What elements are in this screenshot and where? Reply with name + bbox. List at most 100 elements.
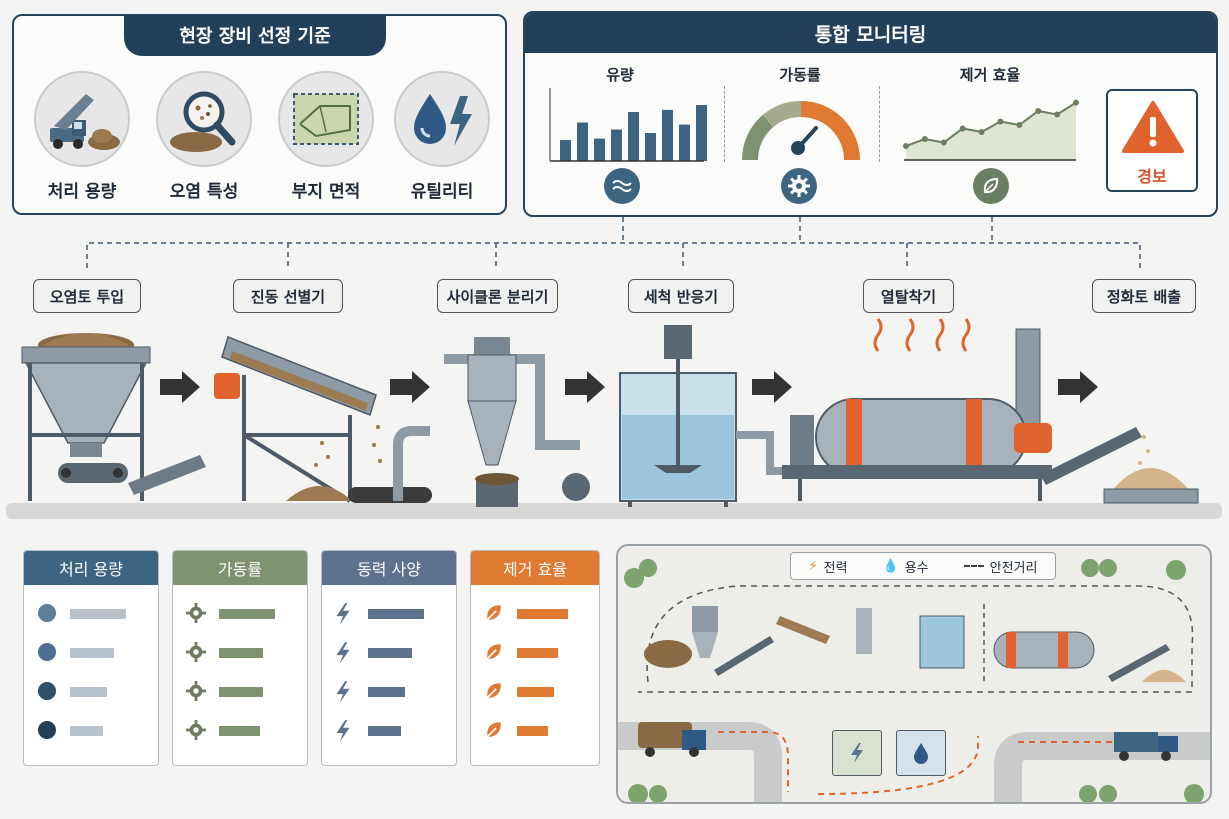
lightning-icon bbox=[334, 719, 352, 747]
legend-safety-distance: 안전거리 bbox=[963, 557, 1038, 576]
cyclone-separator-icon bbox=[393, 337, 580, 507]
spec-value-bar bbox=[219, 609, 275, 619]
spec-card-capacity-title: 처리 용량 bbox=[24, 551, 158, 585]
lightning-icon: ⚡ bbox=[808, 558, 818, 574]
water-drop-icon: 💧 bbox=[882, 558, 899, 574]
efficiency-trend-chart bbox=[903, 99, 1079, 161]
spec-row bbox=[24, 681, 158, 701]
spec-value-bar bbox=[70, 609, 126, 619]
water-supply-box bbox=[896, 730, 946, 776]
monitor-divider-1 bbox=[724, 86, 725, 162]
legend-water: 💧 용수 bbox=[883, 557, 929, 576]
dot-icon bbox=[36, 641, 58, 667]
spec-value-bar bbox=[368, 726, 401, 736]
flow-bar bbox=[645, 133, 656, 161]
spec-card-efficiency: 제거 효율 bbox=[470, 550, 600, 766]
process-equipment-illustration bbox=[6, 318, 1222, 519]
flow-bar bbox=[679, 124, 690, 161]
water-drop-icon bbox=[914, 743, 928, 764]
flow-bar bbox=[628, 112, 639, 161]
spec-row bbox=[322, 603, 456, 625]
spec-card-capacity: 처리 용량 bbox=[23, 550, 159, 766]
trend-point bbox=[997, 118, 1004, 125]
flow-label: 유량 bbox=[606, 66, 634, 84]
alarm-indicator[interactable]: 경보 bbox=[1106, 89, 1198, 192]
trend-point bbox=[921, 136, 928, 142]
trend-point bbox=[940, 139, 947, 146]
wash-reactor-icon bbox=[562, 325, 790, 507]
vibrating-screen-icon bbox=[214, 336, 432, 503]
spec-row bbox=[24, 603, 158, 623]
stage-label-wash-reactor: 세척 반응기 bbox=[628, 279, 734, 313]
warning-triangle-icon bbox=[1122, 101, 1184, 153]
spec-card-power: 동력 사양 bbox=[321, 550, 457, 766]
spec-row bbox=[173, 641, 307, 663]
trend-point bbox=[1016, 122, 1023, 128]
criteria-label-site-area: 부지 면적 bbox=[291, 182, 361, 202]
trend-point bbox=[903, 143, 909, 149]
trend-point bbox=[1073, 99, 1079, 106]
flow-wave-icon bbox=[604, 168, 640, 204]
spec-card-uptime-title: 가동률 bbox=[173, 551, 307, 585]
site-layout-panel: ⚡ 전력 💧 용수 안전거리 bbox=[616, 544, 1212, 804]
spec-row bbox=[471, 681, 599, 701]
leaf-icon bbox=[483, 680, 505, 706]
spec-row bbox=[322, 681, 456, 703]
stage-label-cyclone: 사이클론 분리기 bbox=[437, 279, 558, 313]
spec-value-bar bbox=[219, 687, 263, 697]
feed-hopper-icon bbox=[21, 333, 206, 501]
site-area-icon bbox=[278, 71, 374, 167]
monitoring-connectors bbox=[86, 217, 1141, 268]
gear-icon bbox=[185, 641, 207, 667]
spec-row bbox=[173, 719, 307, 741]
spec-value-bar bbox=[219, 726, 260, 736]
spec-row bbox=[471, 603, 599, 623]
leaf-icon bbox=[483, 602, 505, 628]
flow-bar bbox=[611, 129, 622, 161]
flow-bar bbox=[560, 140, 571, 161]
spec-value-bar bbox=[70, 687, 107, 697]
spec-value-bar bbox=[517, 609, 568, 619]
criteria-label-capacity: 처리 용량 bbox=[47, 182, 117, 202]
flow-bar-chart bbox=[549, 88, 707, 162]
spec-row bbox=[322, 642, 456, 664]
spec-value-bar bbox=[517, 648, 558, 658]
spec-card-uptime: 가동률 bbox=[172, 550, 308, 766]
spec-value-bar bbox=[517, 726, 548, 736]
spec-row bbox=[173, 680, 307, 702]
spec-value-bar bbox=[368, 609, 424, 619]
site-criteria-title: 현장 장비 선정 기준 bbox=[124, 14, 386, 56]
lightning-icon bbox=[334, 602, 352, 630]
dot-icon bbox=[36, 719, 58, 745]
spec-value-bar bbox=[368, 687, 405, 697]
monitoring-title: 통합 모니터링 bbox=[525, 13, 1216, 53]
site-layout-legend: ⚡ 전력 💧 용수 안전거리 bbox=[790, 552, 1056, 580]
water-power-icon bbox=[394, 71, 490, 167]
alarm-label: 경보 bbox=[1137, 167, 1167, 186]
dot-icon bbox=[36, 680, 58, 706]
trend-point bbox=[1035, 108, 1042, 114]
dot-icon bbox=[36, 602, 58, 628]
legend-water-label: 용수 bbox=[904, 560, 929, 576]
leaf-icon bbox=[483, 719, 505, 745]
leaf-icon bbox=[483, 641, 505, 667]
legend-power: ⚡ 전력 bbox=[808, 557, 847, 576]
spec-row bbox=[471, 642, 599, 662]
trend-point bbox=[1054, 111, 1061, 118]
criteria-label-utility: 유틸리티 bbox=[410, 182, 474, 202]
legend-safety-label: 안전거리 bbox=[989, 560, 1038, 576]
spec-value-bar bbox=[517, 687, 554, 697]
magnifier-soil-icon bbox=[156, 71, 252, 167]
spec-row bbox=[173, 602, 307, 624]
spec-row bbox=[471, 720, 599, 740]
dump-truck-icon bbox=[34, 71, 130, 167]
criteria-label-contamination: 오염 특성 bbox=[169, 182, 239, 202]
power-supply-box bbox=[832, 730, 882, 776]
flow-bar bbox=[662, 109, 673, 161]
spec-value-bar bbox=[70, 648, 114, 658]
monitor-divider-2 bbox=[879, 86, 880, 162]
stage-label-clean-soil-output: 정화토 배출 bbox=[1092, 279, 1196, 313]
trend-point bbox=[978, 129, 985, 135]
efficiency-label: 제거 효율 bbox=[959, 66, 1021, 84]
clean-soil-bin-icon bbox=[1103, 435, 1199, 504]
